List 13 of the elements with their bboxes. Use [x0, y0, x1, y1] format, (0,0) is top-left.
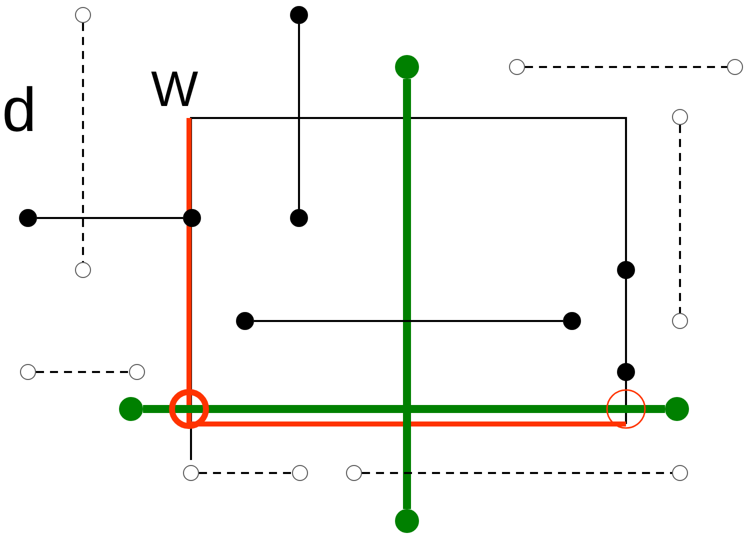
- line-segment: [403, 79, 411, 509]
- line-segment: [625, 279, 627, 363]
- dashed-line: [679, 125, 681, 313]
- dashed-line: [525, 66, 727, 68]
- point-label: W: [151, 64, 198, 114]
- dashed-line: [362, 472, 672, 474]
- dashed-line: [199, 472, 292, 474]
- line-segment: [254, 320, 563, 322]
- point-label: d: [2, 80, 36, 142]
- line-segment: [298, 24, 300, 209]
- dashed-line: [36, 371, 129, 373]
- line-segment: [37, 217, 183, 219]
- dashed-line: [82, 23, 84, 262]
